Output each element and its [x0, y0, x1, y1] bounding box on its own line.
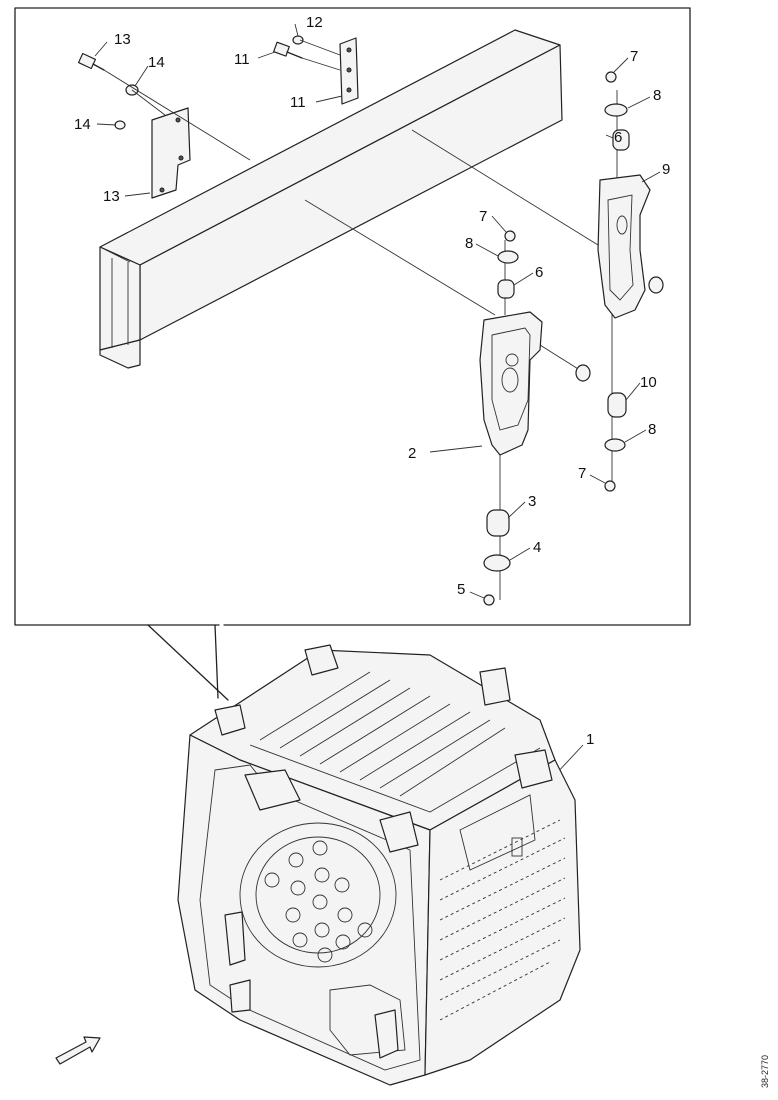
bolt-pattern [264, 840, 373, 963]
callout-2: 2 [408, 445, 416, 462]
drawing-code: 38-2770 [760, 1055, 770, 1088]
nut-7 [504, 71, 617, 492]
callout-7: 7 [578, 465, 586, 482]
callout-8: 8 [465, 235, 473, 252]
detail-frame [14, 7, 691, 626]
callout-13: 13 [103, 188, 120, 205]
rubber-6 [497, 129, 630, 299]
bolt-13 [77, 52, 105, 71]
callout-8: 8 [653, 87, 661, 104]
callout-14: 14 [74, 116, 91, 133]
callout-3: 3 [528, 493, 536, 510]
rubber-10 [607, 392, 627, 418]
callout-5: 5 [457, 581, 465, 598]
direction-arrow-icon [55, 1036, 101, 1065]
callout-13: 13 [114, 31, 131, 48]
washer-8 [497, 103, 628, 452]
washer-12 [292, 35, 304, 45]
callout-7: 7 [479, 208, 487, 225]
callout-6: 6 [535, 264, 543, 281]
callout-4: 4 [533, 539, 541, 556]
side-nut [575, 276, 664, 382]
mount-plate-11 [339, 37, 359, 105]
callout-1: 1 [586, 731, 594, 748]
callout-7: 7 [630, 48, 638, 65]
engine-mount-bracket-9 [597, 174, 651, 319]
callout-8: 8 [648, 421, 656, 438]
callout-12: 12 [306, 14, 323, 31]
cross-member-beam [99, 29, 563, 369]
callout-10: 10 [640, 374, 657, 391]
engine-mount-bracket-2 [479, 311, 543, 456]
callout-14: 14 [148, 54, 165, 71]
rubber-3 [486, 509, 510, 537]
nut-5 [483, 594, 495, 606]
detail-leader-line [214, 624, 219, 699]
callout-11: 11 [290, 94, 306, 111]
callout-leaders [94, 23, 661, 776]
engine-unit-1 [177, 644, 581, 1086]
callout-9: 9 [662, 161, 670, 178]
washer-4 [483, 554, 511, 572]
bolt-11 [273, 41, 303, 59]
callout-11: 11 [234, 51, 250, 68]
mount-plate-13 [151, 107, 191, 199]
detail-leader-line [147, 624, 229, 701]
callout-6: 6 [614, 129, 622, 146]
